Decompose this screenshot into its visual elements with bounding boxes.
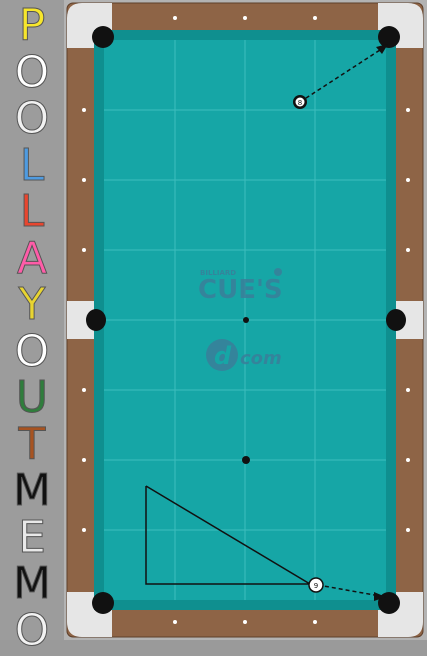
triangle-drawing[interactable] (145, 485, 313, 585)
arrow-head-icon (374, 592, 386, 601)
pockets (86, 26, 406, 614)
corner-plate-bottom-right (378, 592, 423, 637)
title-letter: M (13, 558, 52, 609)
corner-plate-bottom-left (67, 592, 112, 637)
pocket-top-right (378, 26, 400, 48)
shot-line-9-ball[interactable] (317, 584, 381, 597)
title-letter: U (15, 372, 49, 423)
title-letter: O (14, 325, 50, 377)
ball-8-label: 8 (298, 99, 302, 107)
pocket-side-right (386, 309, 406, 331)
title-letter: A (16, 232, 48, 284)
ball-9[interactable]: 9 (308, 577, 324, 593)
logo-d-circle-icon (206, 339, 238, 371)
logo-small-text: BILLIARD (200, 269, 236, 277)
title-letter: P (18, 0, 46, 51)
title-letter: Y (18, 279, 46, 330)
foot-spot (242, 456, 250, 464)
arrow-head-icon (376, 44, 388, 54)
title-letter: L (19, 139, 45, 191)
logo-d-text: d (214, 342, 232, 370)
title-letter: O (14, 604, 50, 656)
corner-plate-top-left (67, 3, 112, 48)
title-letter: T (18, 418, 46, 470)
title-letter: E (18, 511, 47, 563)
center-spot (243, 317, 249, 323)
logo-dot-icon (274, 268, 282, 276)
ball-9-label: 9 (314, 582, 318, 590)
title-letter: O (14, 93, 50, 144)
logo-com-text: com (240, 348, 282, 369)
pocket-side-left (86, 309, 106, 331)
rail-diamonds (82, 16, 410, 624)
title-letter: L (19, 186, 45, 237)
title-letter: O (14, 46, 50, 98)
corner-plate-top-right (378, 3, 423, 48)
title-letter: M (13, 465, 52, 516)
ball-8[interactable]: 8 (293, 95, 307, 109)
pool-table[interactable]: BILLIARD CUE'S d com 8 9 (0, 0, 427, 640)
logo-cues-text: CUE'S (198, 275, 283, 305)
pocket-bottom-left (92, 592, 114, 614)
logo-watermark: BILLIARD CUE'S d com (198, 268, 283, 371)
shot-line-8-ball[interactable] (299, 47, 384, 103)
pocket-top-left (92, 26, 114, 48)
